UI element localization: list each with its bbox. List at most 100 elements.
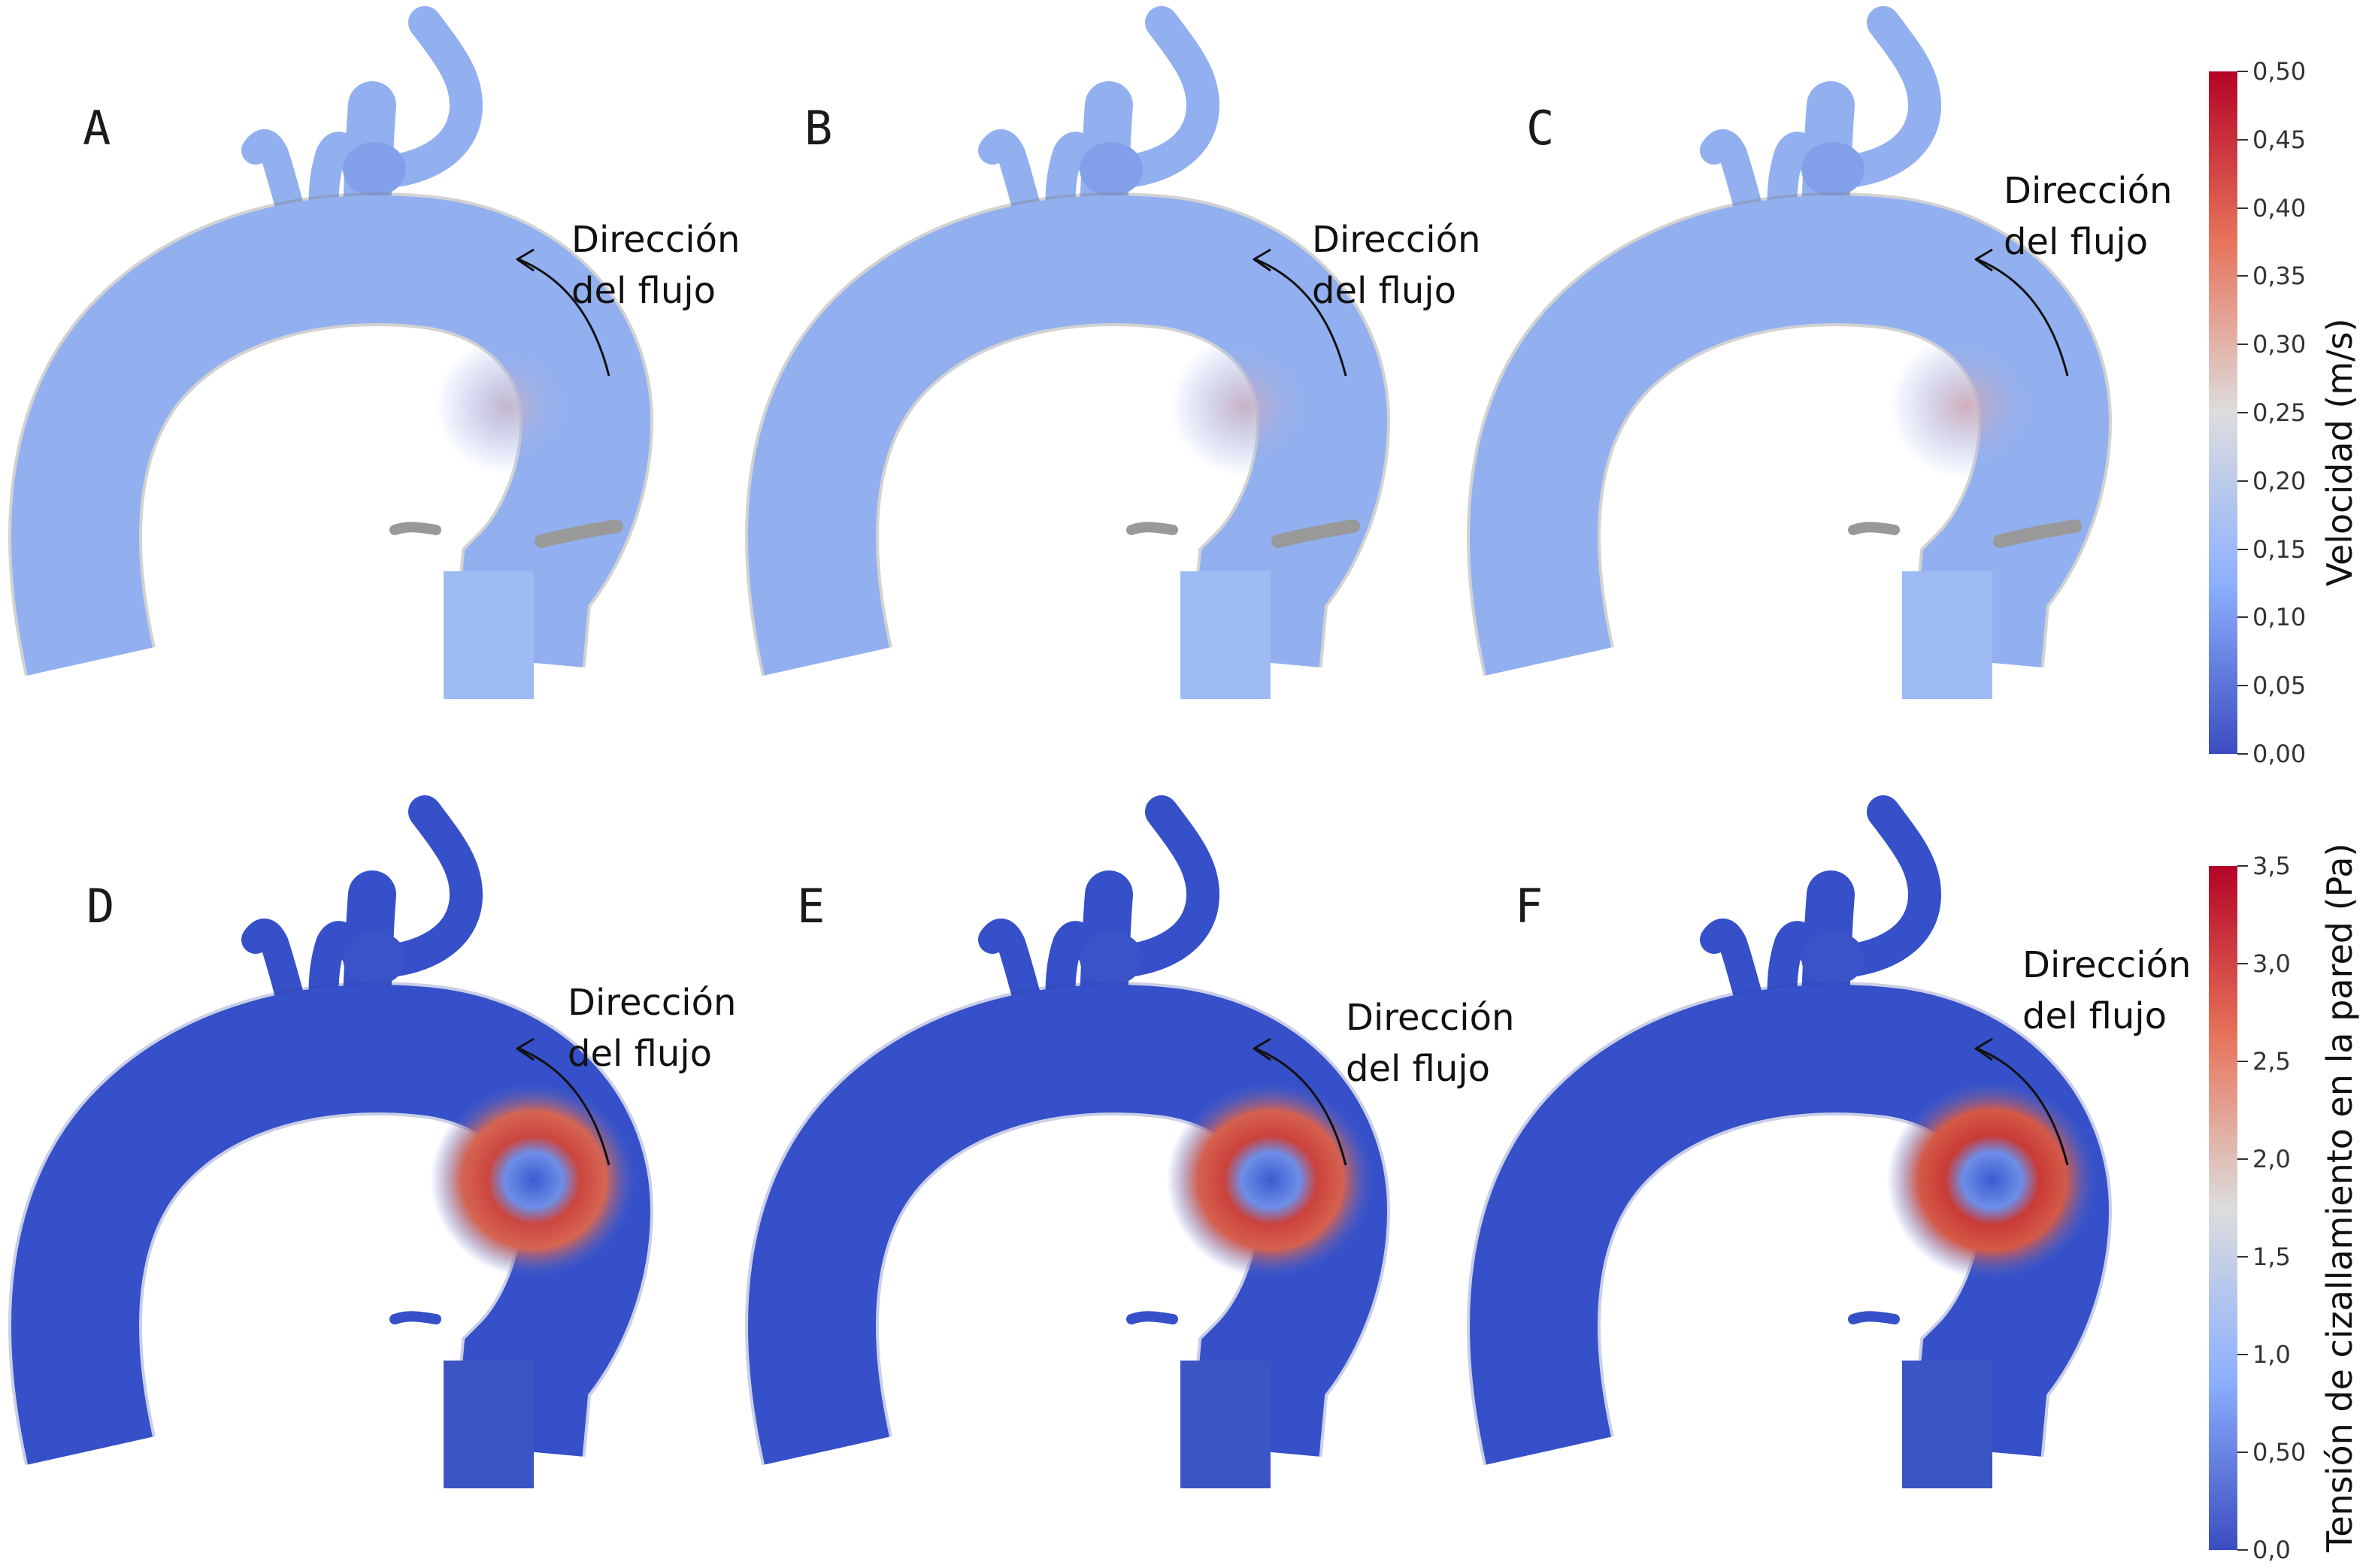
velocity-tick-mark (2237, 275, 2248, 277)
velocity-tick-label: 0,05 (2252, 671, 2307, 701)
coronary-right-a (535, 519, 623, 548)
wss-tick-mark (2237, 865, 2248, 867)
wss-tick-label: 3,0 (2252, 949, 2291, 978)
aorta-surface-f (1467, 795, 2113, 1488)
flow-hotspot-b (1170, 335, 1319, 477)
panel-label-b: B (804, 101, 833, 156)
velocity-tick-mark (2237, 344, 2248, 346)
velocity-colorbar-title: Velocidad (m/s) (2319, 318, 2360, 586)
flow-arrow-a (516, 248, 610, 377)
vessel-bulb-f (1801, 931, 1865, 985)
right-carotid-branch-e (1089, 795, 1220, 979)
aortic-root-d (444, 1361, 534, 1488)
aorta-mesh-c (1467, 6, 2113, 699)
coronary-left-e (1126, 1311, 1178, 1324)
wss-colorbar-title: Tensión de cizallamiento en la pared (Pa… (2319, 843, 2360, 1552)
aorta-geometry-f (1467, 795, 2113, 1488)
flow-direction-label-c: Dirección del flujo (2004, 165, 2172, 268)
velocity-tick-mark (2237, 412, 2248, 413)
coronary-right-c (1993, 519, 2082, 548)
flow-arrow-b (1253, 248, 1347, 377)
velocity-tick-mark (2237, 71, 2248, 72)
wss-tick-mark (2237, 963, 2248, 964)
coronary-left-f (1848, 1311, 1900, 1324)
velocity-tick-mark (2237, 480, 2248, 482)
vessel-bulb-e (1080, 931, 1143, 985)
right-carotid-branch-a (352, 6, 483, 189)
aorta-mesh-a (8, 6, 654, 699)
velocity-tick-label: 0,10 (2252, 603, 2307, 632)
panel-d: D Dirección del flujo (8, 789, 767, 1541)
flow-arrow-c (1974, 248, 2069, 377)
coronary-right-e (1271, 1309, 1360, 1337)
velocity-tick-label: 0,25 (2252, 398, 2307, 427)
vessel-bulb-c (1801, 142, 1865, 196)
coronary-right-f (1993, 1309, 2082, 1337)
velocity-tick-label: 0,50 (2252, 57, 2307, 86)
vessel-bulb-a (343, 142, 406, 196)
velocity-tick-mark (2237, 753, 2248, 755)
flow-direction-line2-f: del flujo (2022, 995, 2167, 1037)
velocity-tick-mark (2237, 138, 2248, 141)
panel-a: A Dirección del flujo (8, 0, 767, 752)
panel-label-a: A (83, 101, 111, 156)
panel-label-c: C (1526, 101, 1555, 156)
velocity-tick-label: 0,20 (2252, 466, 2307, 495)
flow-direction-label-f: Dirección del flujo (2022, 940, 2191, 1042)
aortic-arch-a (11, 195, 651, 676)
aortic-root-b (1180, 571, 1271, 699)
panel-c: C Dirección del flujo (1467, 0, 2225, 752)
velocity-tick-label: 0,00 (2252, 740, 2307, 768)
wss-tick-mark (2237, 1158, 2248, 1160)
coronary-left-a (389, 522, 441, 535)
flow-direction-line2-c: del flujo (2004, 221, 2148, 263)
coronary-right-b (1271, 519, 1360, 548)
velocity-tick-mark (2237, 685, 2248, 687)
velocity-tick-label: 0,35 (2252, 262, 2307, 291)
wss-tick-label: 2,0 (2252, 1145, 2291, 1173)
aortic-root-f (1902, 1361, 1992, 1488)
panel-label-e: E (797, 879, 825, 934)
wss-tick-mark (2237, 1549, 2248, 1551)
wss-tick-label: 0,0 (2252, 1536, 2291, 1564)
flow-direction-label-a: Dirección del flujo (571, 214, 740, 316)
wss-tick-label: 3,5 (2252, 852, 2291, 880)
aorta-geometry-d (8, 795, 654, 1488)
flow-direction-line2-d: del flujo (568, 1033, 712, 1075)
panel-e: E Dirección del flujo (745, 789, 1514, 1541)
wss-tick-mark (2237, 1061, 2248, 1062)
flow-arrow-e (1253, 1037, 1347, 1166)
right-carotid-branch-f (1810, 795, 1942, 979)
wss-colorbar-gradient (2209, 866, 2237, 1550)
aorta-geometry-e (745, 795, 1391, 1488)
flow-hotspot-d (431, 1082, 637, 1279)
flow-hotspot-a (435, 338, 580, 474)
aorta-surface-e (745, 795, 1391, 1488)
wss-tick-mark (2237, 1256, 2248, 1258)
flow-direction-line2-b: del flujo (1312, 270, 1456, 312)
velocity-tick-mark (2237, 207, 2248, 209)
aorta-geometry-b (745, 6, 1391, 699)
aortic-root-c (1902, 571, 1992, 699)
vessel-bulb-b (1080, 142, 1143, 196)
flow-direction-label-e: Dirección del flujo (1346, 992, 1514, 1094)
aortic-root-a (444, 571, 534, 699)
wss-tick-label: 2,5 (2252, 1047, 2291, 1076)
aorta-geometry-a (8, 6, 654, 699)
flow-direction-label-d: Dirección del flujo (568, 977, 736, 1079)
right-carotid-branch-c (1810, 6, 1942, 189)
flow-arrow-f (1974, 1037, 2069, 1166)
aorta-surface-d (8, 795, 654, 1488)
wss-tick-label: 1,0 (2252, 1340, 2291, 1369)
velocity-tick-mark (2237, 616, 2248, 619)
wss-tick-mark (2237, 1354, 2248, 1355)
velocity-tick-label: 0,40 (2252, 193, 2307, 222)
wss-tick-mark (2237, 1451, 2248, 1453)
vessel-bulb-d (343, 931, 406, 985)
flow-direction-line1-d: Dirección (568, 982, 737, 1024)
velocity-tick-label: 0,30 (2252, 330, 2307, 359)
flow-arrow-d (516, 1037, 610, 1166)
velocity-tick-mark (2237, 548, 2248, 550)
